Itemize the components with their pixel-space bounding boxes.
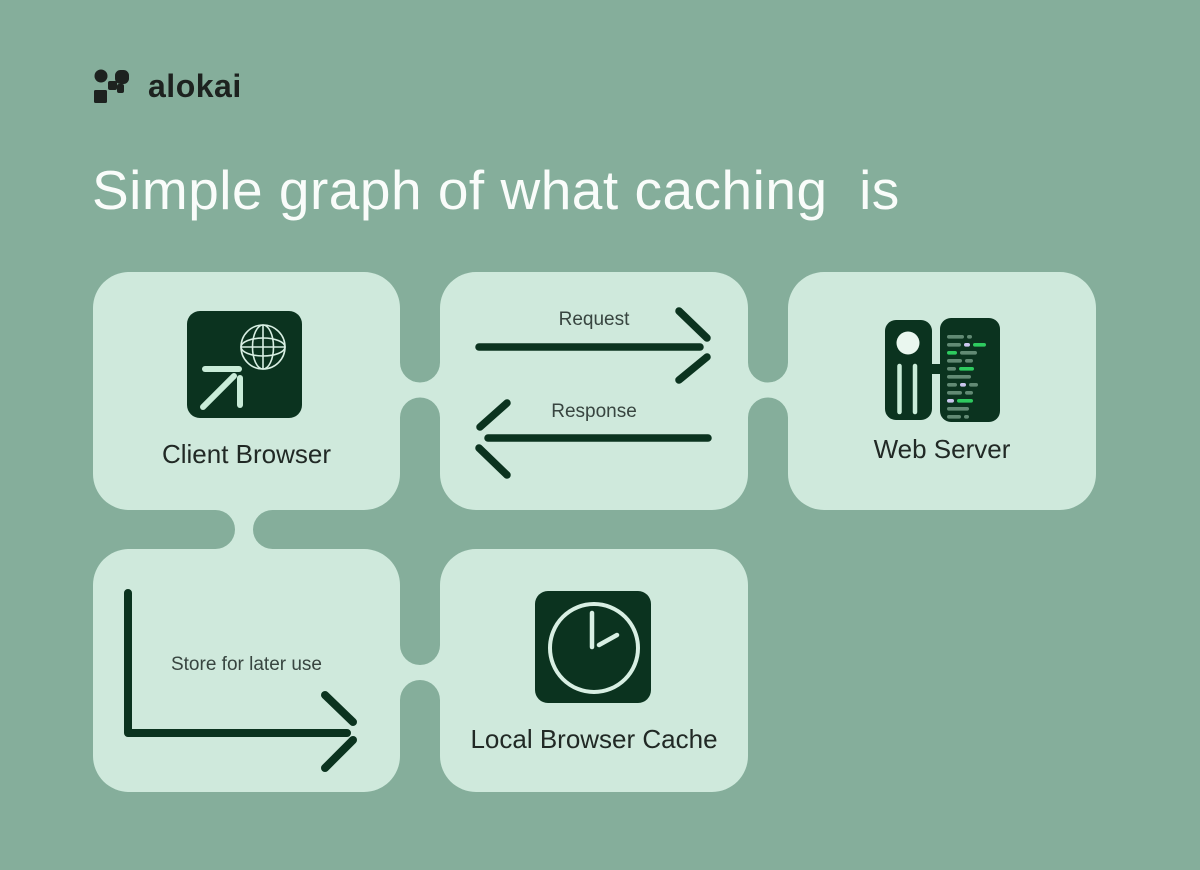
request-arrow-icon [475,307,711,384]
brand-logo: alokai [92,68,242,108]
request-response-arrows [475,307,712,479]
alokai-logo-icon [94,69,129,103]
clock-icon [535,591,651,703]
page-title: Simple graph of what caching is [92,159,900,221]
server-light [896,331,920,355]
response-arrow-icon [475,399,712,479]
server-slots [897,363,918,415]
web-server-label: Web Server [873,434,1011,464]
connector-client-store [215,504,273,555]
node-request-response: Request Response [440,272,748,510]
logo-dot [94,69,108,83]
elbow-arrow-icon [124,589,357,772]
server-code-icon [885,318,1000,422]
connector-transfer-server [742,362,794,418]
local-cache-label: Local Browser Cache [470,724,718,754]
logo-square-bl [94,90,107,103]
request-label: Request [558,309,630,330]
logo-square-r [117,84,124,93]
node-client-browser: Client Browser [93,272,400,510]
globe-icon [240,324,286,370]
server-bridge [929,364,949,374]
browser-globe-icon [187,311,302,418]
connector-client-transfer [394,362,446,418]
response-label: Response [551,401,637,422]
brand-name: alokai [148,68,242,104]
store-label: Store for later use [170,654,323,675]
logo-square-tr [115,70,129,84]
panel-request-response [440,272,748,510]
logo-square-mid [108,81,117,90]
code-lines [947,335,986,419]
node-store: Store for later use [93,549,400,792]
client-browser-label: Client Browser [161,439,332,469]
node-web-server: Web Server [788,272,1096,510]
connector-store-cache [394,645,446,700]
node-local-cache: Local Browser Cache [440,549,748,792]
up-right-arrow-icon [200,366,243,410]
